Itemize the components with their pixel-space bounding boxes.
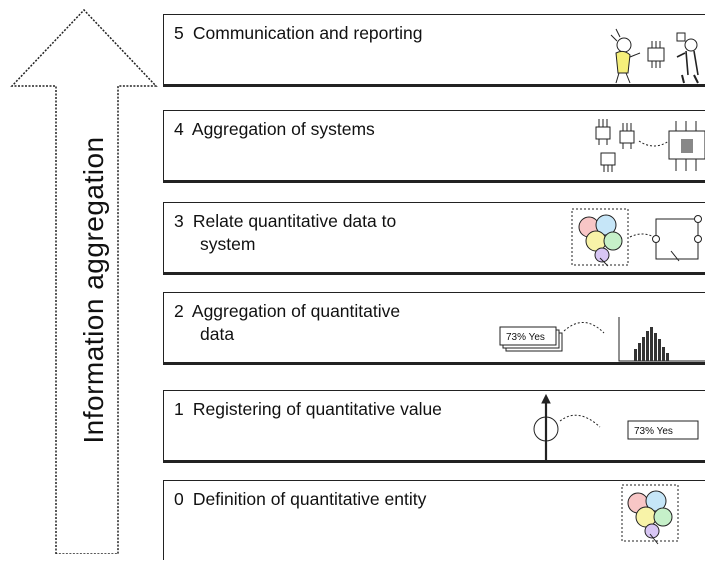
level-number: 3 [174,211,184,231]
people-communicating-icon [610,28,699,84]
level-0-box: 0 Definition of quantitative entity [163,480,705,560]
level-title: Aggregation of quantitative [191,301,401,321]
level-title: Definition of quantitative entity [192,489,427,509]
aggregation-arrow [10,8,158,554]
arrow-label: Information aggregation [78,136,109,444]
data-system-link-icon [571,208,702,267]
level-title: Registering of quantitative value [192,399,442,419]
level-number: 1 [174,399,184,419]
level-title-line2: data [200,324,235,344]
measurement-icon: 73% Yes [533,393,699,461]
histogram-icon: 73% Yes [499,317,705,362]
level-5-box: 5 Communication and reporting [163,14,705,84]
aggregation-arrow-shape [10,8,158,554]
level-1-card-label: 73% Yes [634,426,673,437]
level-number: 2 [174,301,184,321]
level-title-line2: system [200,234,256,254]
level-title: Communication and reporting [192,23,423,43]
level-2-box: 2 Aggregation of quantitative data 73% Y… [163,292,705,362]
level-4-box: 4 Aggregation of systems [163,110,705,180]
level-title: Relate quantitative data to [192,211,397,231]
system-aggregation-icon [595,119,705,172]
level-number: 4 [174,119,184,139]
level-2-card-label: 73% Yes [506,332,545,343]
level-title: Aggregation of systems [191,119,375,139]
level-3-box: 3 Relate quantitative data to system [163,202,705,272]
level-number: 5 [174,23,184,43]
entity-cluster-icon [621,484,679,545]
level-1-box: 1 Registering of quantitative value 73% … [163,390,705,461]
level-number: 0 [174,489,184,509]
